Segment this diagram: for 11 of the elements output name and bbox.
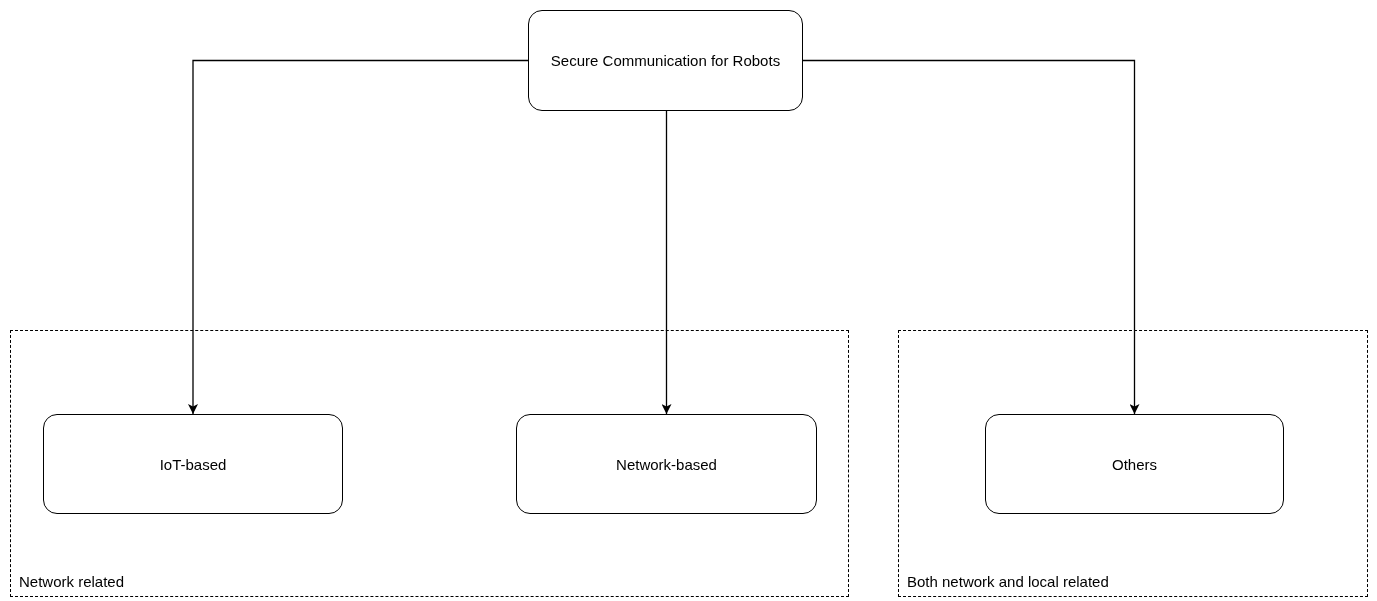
arrow bbox=[188, 59, 529, 415]
dashed-group-frame bbox=[10, 330, 849, 597]
process-box: IoT-based bbox=[43, 414, 343, 514]
process-box: Others bbox=[985, 414, 1284, 514]
dashed-group-frame bbox=[898, 330, 1368, 597]
process-box: Secure Communication for Robots bbox=[528, 10, 803, 111]
group-label: Network related bbox=[19, 573, 125, 590]
arrow bbox=[802, 59, 1140, 415]
arrow bbox=[661, 110, 672, 415]
group-label: Both network and local related bbox=[907, 573, 1109, 590]
process-box: Network-based bbox=[516, 414, 817, 514]
